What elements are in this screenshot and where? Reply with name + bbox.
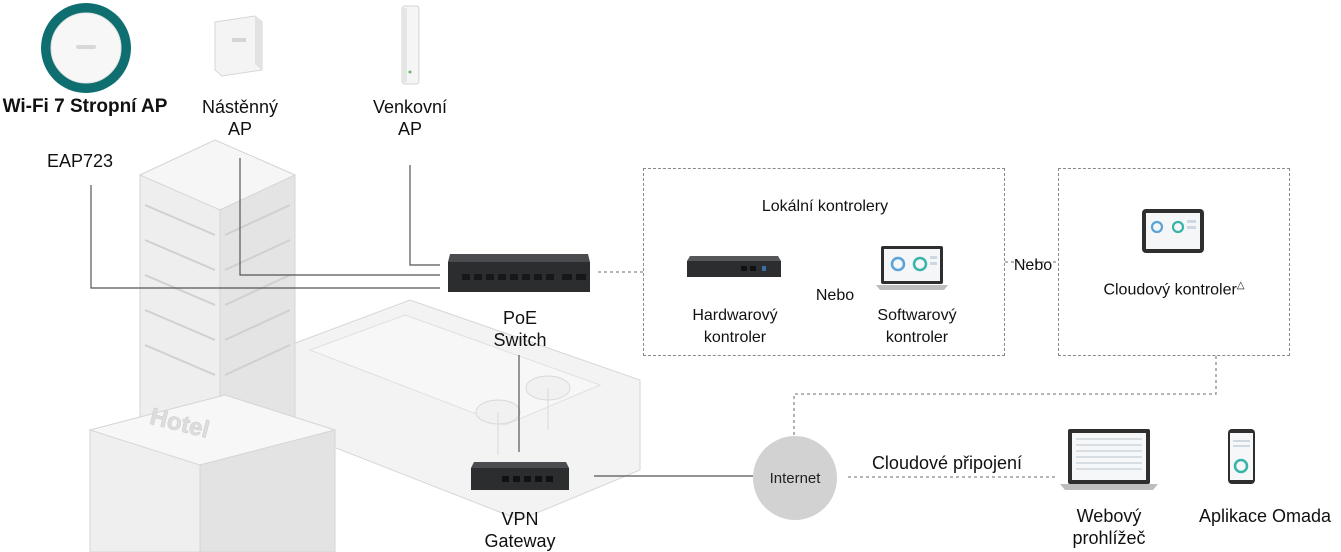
internet-label: Internet — [769, 469, 821, 487]
local-controllers-box — [643, 168, 1005, 356]
poe-switch-label-line2: Switch — [493, 330, 547, 350]
local-or-label: Nebo — [815, 287, 855, 304]
outdoor-ap-icon — [401, 5, 420, 85]
ceiling-ap-model: EAP723 — [46, 151, 114, 171]
web-browser-label-line1: Webový — [1076, 506, 1142, 526]
web-browser-icon — [1060, 429, 1158, 490]
omada-app-phone-icon — [1228, 429, 1255, 484]
omada-app-label: Aplikace Omada — [1198, 506, 1332, 526]
web-browser-label-line2: prohlížeč — [1072, 528, 1146, 548]
ceiling-ap-title: Wi-Fi 7 Stropní AP — [2, 96, 168, 117]
internet-node: Internet — [753, 436, 837, 520]
cloud-controller-label: Cloudový kontroler△ — [1074, 275, 1274, 301]
cloud-controller-icon — [1142, 209, 1204, 253]
hardware-controller-label-line1: Hardwarový — [692, 307, 778, 324]
cloud-controller-text: Cloudový kontroler — [1103, 281, 1237, 299]
cloud-controller-footnote-mark: △ — [1236, 280, 1245, 291]
cloud-connection-label: Cloudové připojení — [871, 453, 1023, 473]
wall-ap-label-line1: Nástěnný — [201, 97, 279, 117]
local-controllers-title: Lokální kontrolery — [761, 198, 889, 215]
dashed-links — [598, 261, 1217, 478]
wall-ap-icon — [214, 15, 263, 77]
wall-ap-label-line2: AP — [227, 119, 252, 139]
ceiling-ap-icon — [41, 3, 131, 93]
vpn-gateway-label-line1: VPN — [501, 509, 539, 529]
outdoor-ap-label-line2: AP — [397, 119, 422, 139]
poe-switch-label-line1: PoE — [502, 308, 538, 328]
poe-switch-icon — [448, 254, 590, 292]
vpn-gateway-label-line2: Gateway — [484, 531, 556, 551]
software-controller-label-line1: Softwarový — [877, 307, 957, 324]
hardware-controller-label-line2: kontroler — [703, 329, 767, 346]
hardware-controller-icon — [687, 256, 781, 277]
cloud-controller-box — [1058, 168, 1290, 356]
vpn-gateway-icon — [471, 462, 569, 490]
between-or-label: Nebo — [1013, 257, 1053, 274]
software-controller-icon — [876, 246, 948, 290]
software-controller-label-line2: kontroler — [885, 329, 949, 346]
outdoor-ap-label-line1: Venkovní — [372, 97, 448, 117]
wired-links — [90, 158, 753, 477]
